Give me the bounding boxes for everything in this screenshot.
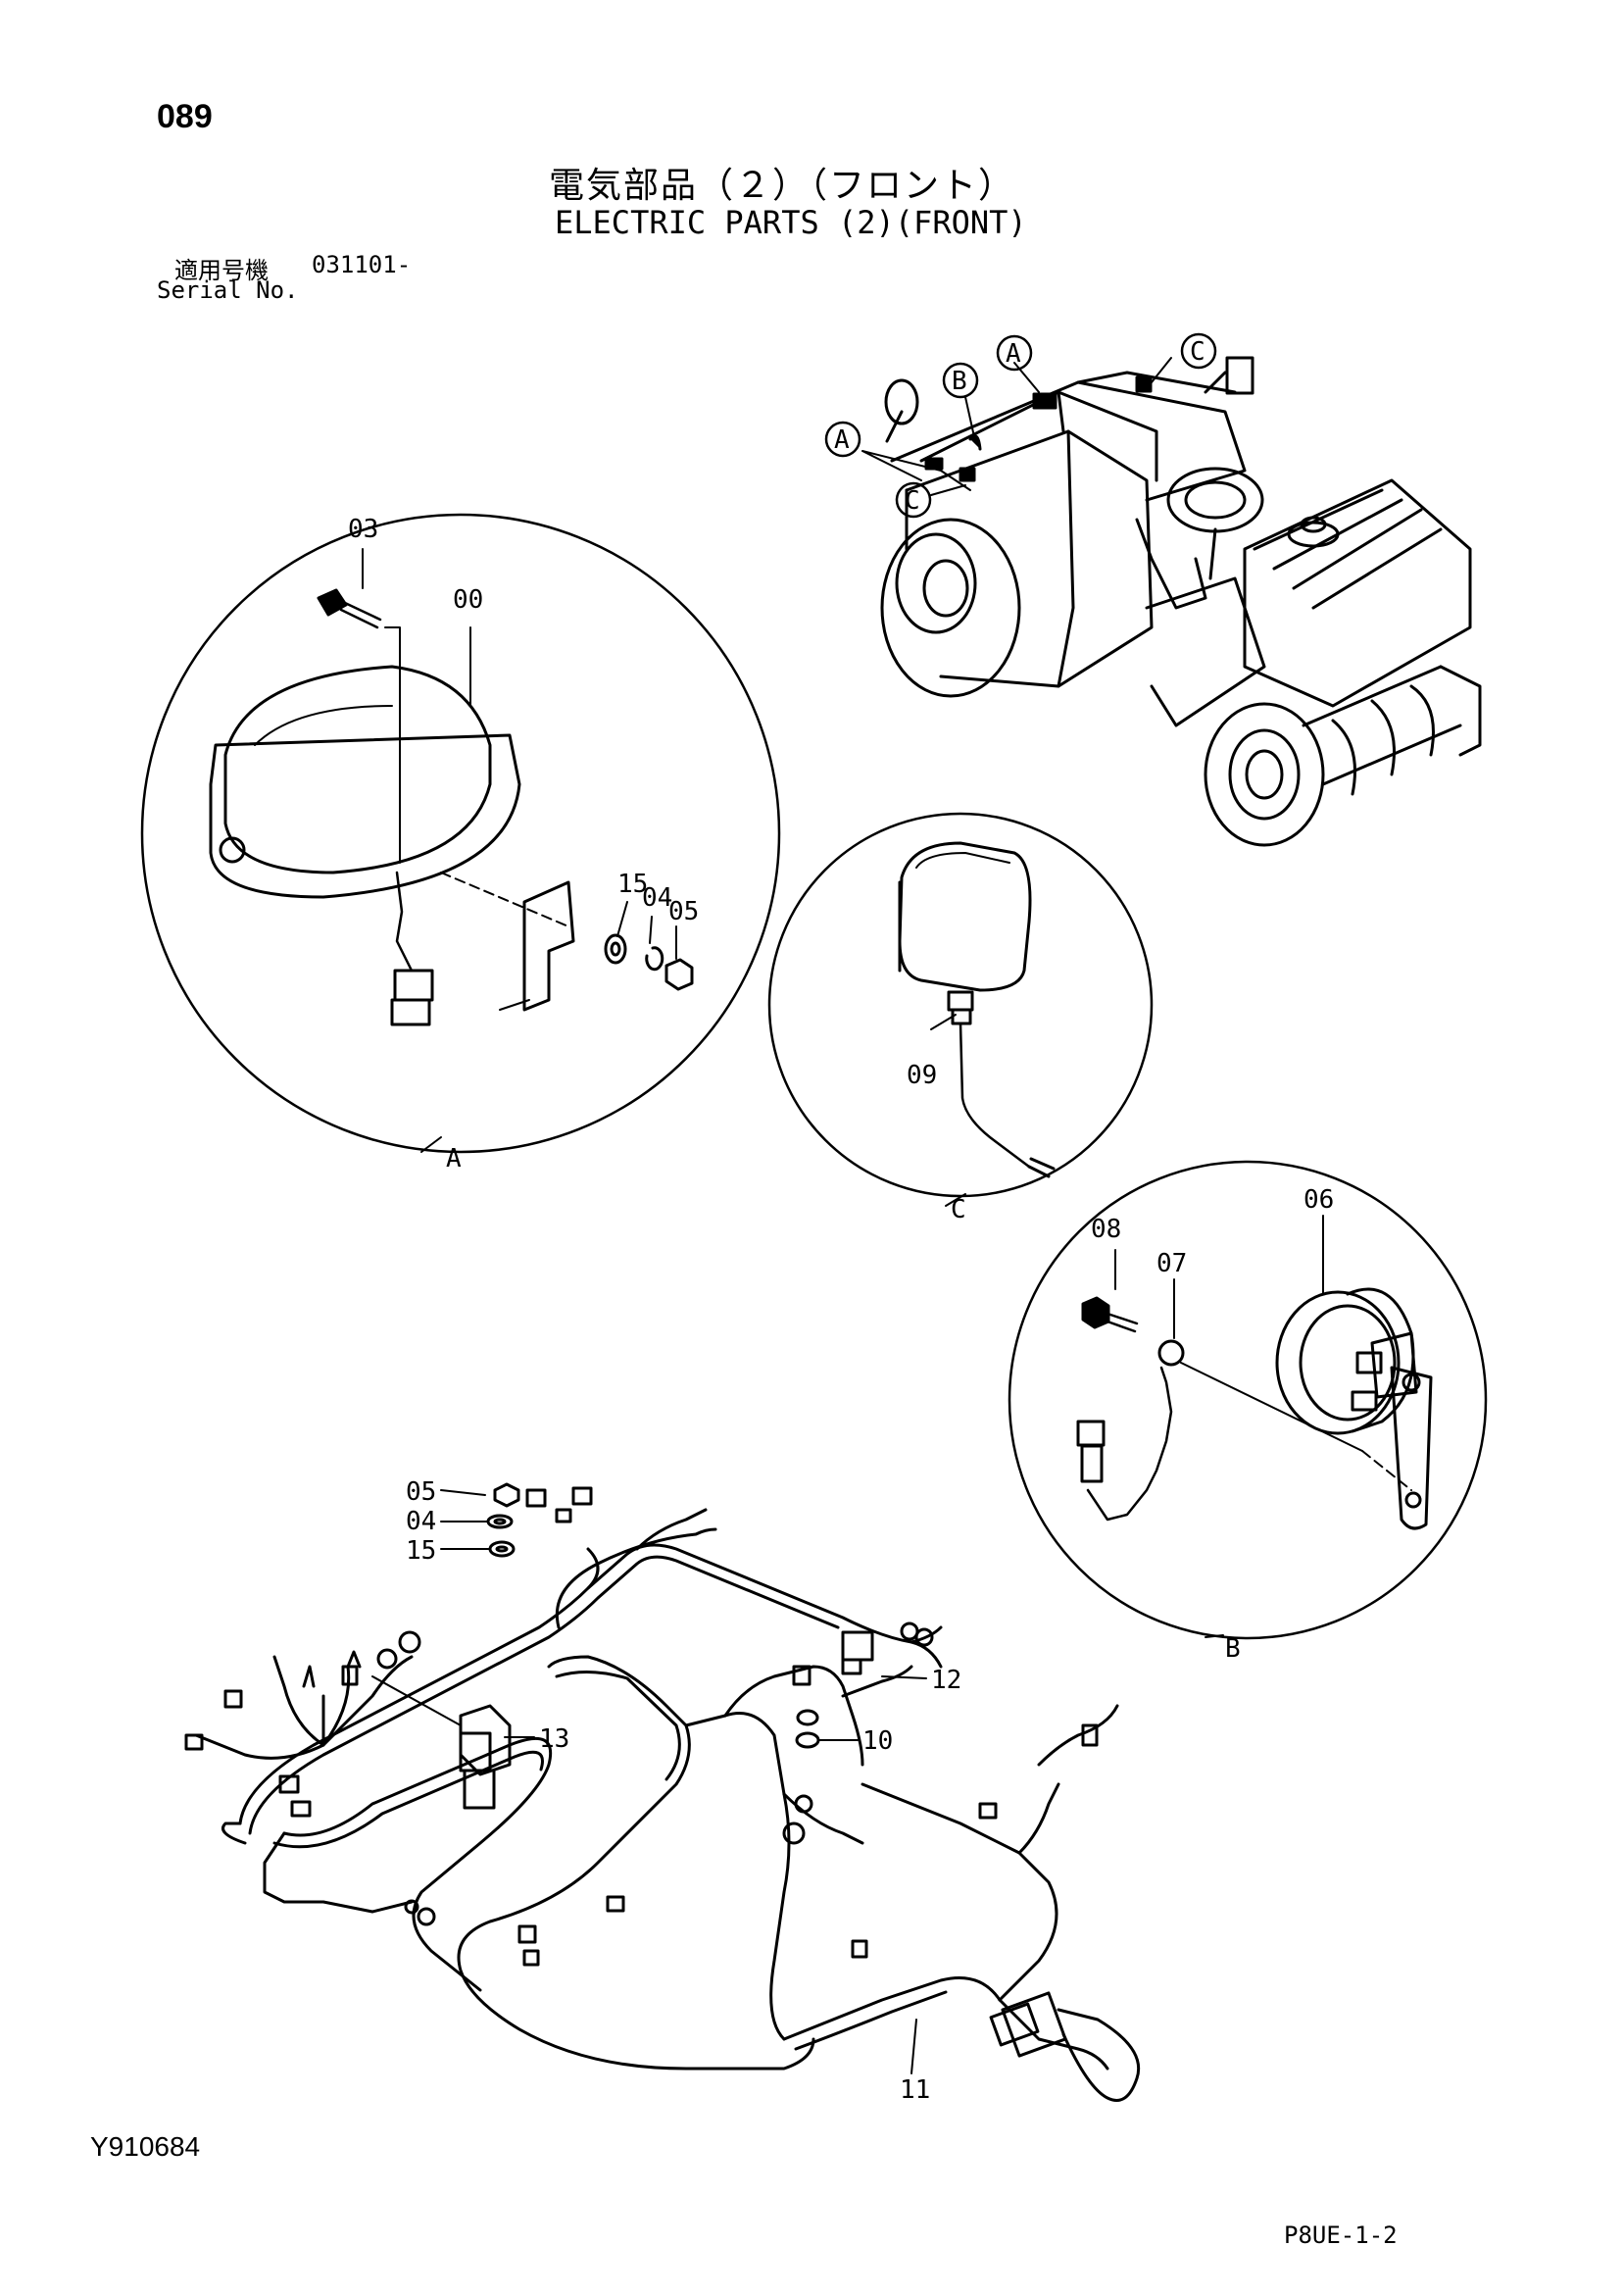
overview-label-b: B: [952, 367, 967, 396]
wiring-harness: [184, 1482, 1141, 2102]
harness-part-13: 13: [539, 1724, 569, 1754]
sheet-reference: P8UE-1-2: [1284, 2221, 1398, 2249]
detail-c-part-09: 09: [907, 1061, 937, 1090]
detail-a-part-04: 04: [642, 883, 672, 913]
detail-b-part-07: 07: [1156, 1249, 1187, 1278]
harness-part-04: 04: [406, 1507, 436, 1536]
harness-part-12: 12: [931, 1666, 961, 1695]
harness-part-05: 05: [406, 1477, 436, 1507]
harness-part-10: 10: [862, 1726, 893, 1756]
detail-a-part-03: 03: [348, 515, 378, 544]
serial-value: 031101-: [312, 251, 412, 278]
serial-label-english: Serial No.: [157, 276, 299, 304]
serial-label-japanese: 適用号機: [174, 257, 269, 284]
overview-callout-b: [942, 362, 979, 399]
harness-part-11: 11: [900, 2075, 930, 2105]
overview-callout-c-top: [1180, 332, 1217, 370]
detail-c-view-label: C: [951, 1195, 966, 1224]
title-english: ELECTRIC PARTS (2)(FRONT): [555, 204, 1027, 241]
overview-callout-a-left: [824, 421, 861, 458]
detail-b-view-label: B: [1225, 1634, 1241, 1664]
harness-part-15: 15: [406, 1536, 436, 1566]
detail-b: [1008, 1160, 1488, 1640]
detail-a: [140, 513, 781, 1154]
detail-a-part-05: 05: [668, 897, 699, 926]
overview-label-a-left: A: [834, 425, 850, 455]
overview-label-a-top: A: [1006, 339, 1021, 369]
detail-b-part-06: 06: [1303, 1185, 1334, 1215]
detail-a-part-00: 00: [453, 585, 483, 615]
overview-callout-c-left: [895, 481, 932, 519]
page-number: 089: [157, 98, 213, 135]
detail-a-view-label: A: [446, 1144, 462, 1173]
overview-callout-a-top: [996, 334, 1033, 372]
detail-b-part-08: 08: [1091, 1215, 1121, 1244]
detail-c: [767, 812, 1154, 1207]
overview-label-c-left: C: [905, 486, 920, 516]
drawing-id: Y910684: [90, 2131, 201, 2162]
overview-label-c-top: C: [1190, 337, 1205, 367]
detail-a-part-15: 15: [617, 870, 648, 899]
title-japanese: 電気部品（２）（フロント）: [549, 166, 1016, 206]
machine-overview: [861, 356, 1482, 847]
overview-callouts: [824, 332, 1217, 519]
